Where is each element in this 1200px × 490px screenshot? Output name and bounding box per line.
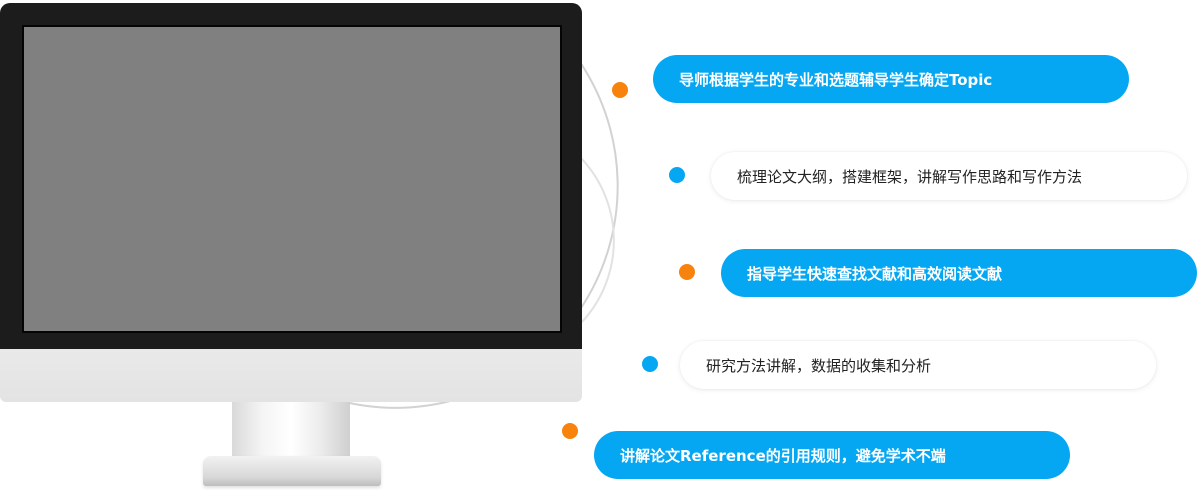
step-1-pill: 导师根据学生的专业和选题辅导学生确定Topic (653, 55, 1129, 103)
step-2-label: 梳理论文大纲，搭建框架，讲解写作思路和写作方法 (737, 167, 1083, 186)
monitor-stand-foot (203, 456, 381, 486)
monitor-bezel (0, 3, 582, 349)
step-3-dot (679, 264, 695, 280)
monitor-chin (0, 349, 582, 402)
step-4-label: 研究方法讲解，数据的收集和分析 (706, 356, 932, 375)
monitor-stand-neck (232, 402, 350, 462)
step-2-pill: 梳理论文大纲，搭建框架，讲解写作思路和写作方法 (711, 152, 1187, 200)
step-4-dot (642, 356, 658, 372)
step-1-dot (612, 82, 628, 98)
step-1-label: 导师根据学生的专业和选题辅导学生确定Topic (679, 70, 993, 89)
inner-arc (577, 154, 615, 323)
step-3-pill: 指导学生快速查找文献和高效阅读文献 (721, 249, 1197, 297)
step-5-dot (562, 423, 578, 439)
step-2-dot (669, 167, 685, 183)
step-3-label: 指导学生快速查找文献和高效阅读文献 (747, 264, 1003, 283)
monitor-screen (22, 25, 562, 333)
step-5-pill: 讲解论文Reference的引用规则，避免学术不端 (594, 431, 1070, 479)
step-4-pill: 研究方法讲解，数据的收集和分析 (680, 341, 1156, 389)
step-5-label: 讲解论文Reference的引用规则，避免学术不端 (620, 446, 946, 465)
